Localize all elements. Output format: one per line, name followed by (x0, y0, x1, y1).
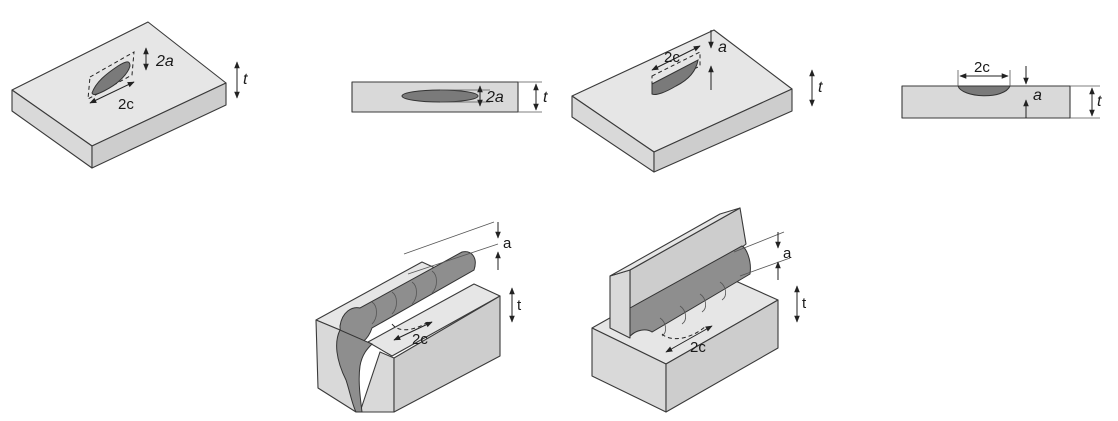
label-t: t (543, 89, 548, 106)
label-a: a (783, 245, 792, 262)
label-2c: 2c (412, 331, 428, 348)
elliptical-crack (401, 89, 479, 103)
label-2c: 2c (118, 96, 134, 113)
label-t: t (818, 79, 823, 96)
panel-embedded-crack-block: 2a 2c t (11, 21, 248, 169)
panel-embedded-crack-section: 2a t (351, 81, 548, 113)
label-2a: 2a (155, 53, 174, 70)
label-2a: 2a (485, 89, 504, 106)
panel-surface-crack-section: 2c a t (901, 59, 1102, 119)
label-2c: 2c (664, 49, 680, 66)
label-a: a (1033, 87, 1042, 104)
label-a: a (718, 39, 727, 56)
label-a: a (503, 235, 512, 252)
panel-butt-weld-crack: a 2c t (315, 221, 522, 413)
label-t: t (517, 297, 522, 314)
label-t: t (802, 295, 807, 312)
panel-surface-crack-block: 2c a t (571, 29, 823, 173)
panel-fillet-weld-crack: a 2c t (591, 207, 807, 413)
weld-fillet (629, 245, 751, 338)
label-2c: 2c (974, 59, 990, 76)
semi-elliptical-crack (957, 85, 1011, 97)
label-t: t (243, 71, 248, 88)
label-t: t (1097, 93, 1102, 110)
label-2c: 2c (690, 339, 706, 356)
